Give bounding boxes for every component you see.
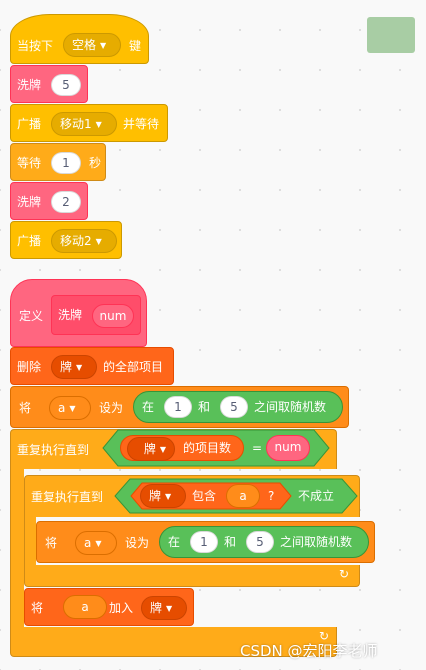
random-to-input[interactable]: 5 — [220, 396, 248, 418]
pick-random-reporter[interactable]: 在 1 和 5 之间取随机数 — [159, 526, 369, 558]
add-label: 将 — [31, 601, 44, 615]
variable-dropdown[interactable]: a▼ — [49, 396, 91, 420]
to-label: 设为 — [99, 401, 124, 415]
to-label: 设为 — [125, 536, 150, 550]
shuffle-count-input[interactable]: 5 — [51, 74, 81, 96]
question-mark: ? — [268, 489, 275, 503]
set-variable-block[interactable]: 将 a▼ 设为 在 1 和 5 之间取随机数 — [36, 521, 375, 563]
wait-label: 等待 — [17, 156, 42, 170]
dropdown-arrow-icon: ▼ — [165, 492, 172, 501]
list-dropdown[interactable]: 牌▼ — [127, 437, 175, 461]
repeat-until-label: 重复执行直到 — [31, 490, 104, 504]
in-label: 在 — [142, 400, 155, 414]
broadcast-block[interactable]: 广播 移动2▼ — [10, 221, 122, 259]
list-dropdown[interactable]: 牌▼ — [51, 355, 97, 379]
define-block[interactable]: 定义 洗牌 num — [10, 279, 147, 347]
and-label: 和 — [224, 535, 237, 549]
all-items-label: 的全部项目 — [103, 360, 164, 374]
equals-sign: = — [252, 441, 263, 455]
wait-seconds-input[interactable]: 1 — [51, 152, 81, 174]
random-label: 之间取随机数 — [254, 400, 327, 414]
broadcast-and-wait-block[interactable]: 广播 移动1▼ 并等待 — [10, 104, 168, 142]
list-dropdown[interactable]: 牌▼ — [141, 596, 187, 620]
dropdown-arrow-icon: ▼ — [95, 120, 102, 129]
repeat-until-outer-bottom: ↻ — [10, 627, 337, 657]
dropdown-arrow-icon: ▼ — [95, 237, 102, 246]
add-to-label: 加入 — [109, 601, 134, 615]
set-label: 将 — [19, 401, 32, 415]
broadcast-label: 广播 — [17, 234, 42, 248]
delete-all-of-list-block[interactable]: 删除 牌▼ 的全部项目 — [10, 347, 174, 385]
dropdown-arrow-icon: ▼ — [95, 539, 102, 548]
define-prototype: 洗牌 num — [51, 295, 141, 335]
contains-label: 包含 — [192, 489, 217, 503]
random-to-input[interactable]: 5 — [246, 531, 274, 553]
when-key-label: 当按下 — [17, 39, 54, 53]
length-of-list-reporter[interactable]: 牌▼ 的项目数 — [120, 435, 244, 461]
add-to-list-block[interactable]: 将 a 加入 牌▼ — [24, 588, 194, 626]
list-dropdown[interactable]: 牌▼ — [140, 484, 186, 508]
delete-label: 删除 — [17, 360, 42, 374]
shuffle-call-block[interactable]: 洗牌 2 — [10, 182, 88, 220]
key-dropdown[interactable]: 空格▼ — [63, 33, 121, 57]
wait-seconds-block[interactable]: 等待 1 秒 — [10, 143, 106, 181]
in-label: 在 — [168, 535, 181, 549]
variable-dropdown[interactable]: a▼ — [75, 531, 117, 555]
message-dropdown[interactable]: 移动1▼ — [51, 112, 117, 136]
shuffle-label: 洗牌 — [17, 78, 42, 92]
when-key-pressed-block[interactable]: 当按下 空格▼ 键 — [10, 14, 149, 64]
dropdown-arrow-icon: ▼ — [69, 404, 76, 413]
watermark-text: CSDN @宏阳李老师 — [240, 642, 378, 660]
random-from-input[interactable]: 1 — [164, 396, 192, 418]
repeat-until-label: 重复执行直到 — [17, 443, 90, 457]
random-label: 之间取随机数 — [280, 535, 353, 549]
shuffle-label: 洗牌 — [17, 195, 42, 209]
dropdown-arrow-icon: ▼ — [159, 445, 167, 454]
repeat-until-inner-arm — [24, 516, 36, 566]
variable-a-reporter[interactable]: a — [226, 484, 260, 508]
dropdown-arrow-icon: ▼ — [76, 363, 83, 372]
param-num-reporter[interactable]: num — [92, 304, 134, 328]
key-suffix-label: 键 — [129, 39, 142, 53]
procedure-name: 洗牌 — [58, 308, 83, 322]
variable-a-reporter[interactable]: a — [63, 595, 107, 619]
stage-thumbnail[interactable] — [367, 17, 415, 53]
dropdown-arrow-icon: ▼ — [166, 604, 173, 613]
broadcast-label: 广播 — [17, 117, 42, 131]
not-label: 不成立 — [298, 489, 335, 503]
repeat-until-outer-arm — [10, 468, 24, 628]
length-label: 的项目数 — [183, 441, 232, 455]
dropdown-arrow-icon: ▼ — [100, 41, 107, 50]
shuffle-count-input[interactable]: 2 — [51, 191, 81, 213]
pick-random-reporter[interactable]: 在 1 和 5 之间取随机数 — [133, 391, 343, 423]
and-wait-label: 并等待 — [123, 117, 160, 131]
shuffle-call-block[interactable]: 洗牌 5 — [10, 65, 88, 103]
and-label: 和 — [198, 400, 211, 414]
param-num-reporter[interactable]: num — [266, 435, 310, 461]
set-label: 将 — [45, 536, 58, 550]
random-from-input[interactable]: 1 — [190, 531, 218, 553]
define-label: 定义 — [19, 309, 44, 323]
seconds-label: 秒 — [89, 156, 102, 170]
repeat-until-inner-bottom: ↻ — [24, 565, 360, 587]
loop-arrow-icon: ↻ — [319, 629, 330, 643]
loop-arrow-icon: ↻ — [339, 567, 350, 581]
set-variable-block[interactable]: 将 a▼ 设为 在 1 和 5 之间取随机数 — [10, 386, 349, 428]
message-dropdown[interactable]: 移动2▼ — [51, 229, 117, 253]
